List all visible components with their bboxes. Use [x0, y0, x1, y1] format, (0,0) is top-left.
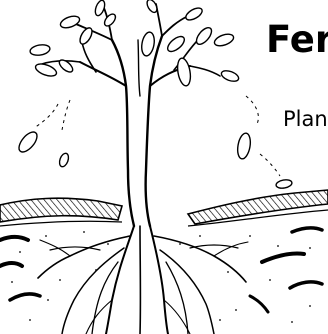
- leaves: [29, 0, 240, 87]
- roots: [38, 226, 248, 334]
- tree-trunk: [42, 4, 220, 226]
- page-subtitle: Plan: [283, 106, 328, 132]
- soil-surface: [0, 190, 328, 226]
- falling-leaves: [16, 96, 293, 189]
- page-title: Fer: [266, 18, 328, 62]
